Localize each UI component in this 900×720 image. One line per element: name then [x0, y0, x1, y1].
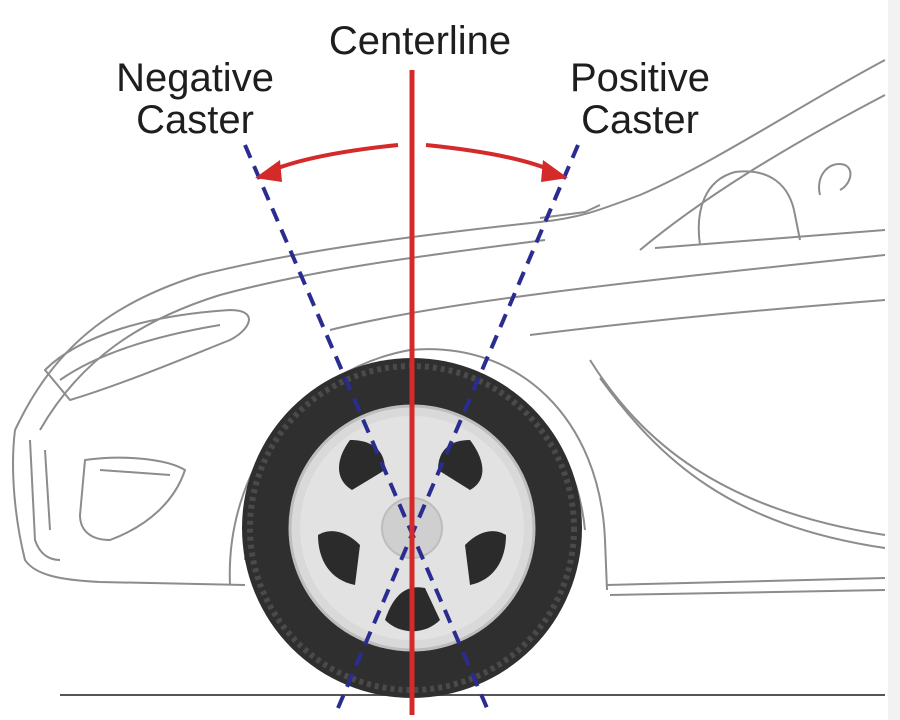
negative-caster-label: Negative Caster — [90, 57, 300, 141]
centerline-text: Centerline — [328, 19, 512, 63]
right-edge-strip — [888, 0, 900, 720]
positive-caster-arrow — [425, 143, 568, 182]
negative-caster-arrow — [255, 143, 399, 182]
positive-caster-line2: Caster — [581, 98, 699, 142]
positive-caster-line1: Positive — [569, 56, 711, 100]
positive-caster-line — [333, 144, 580, 716]
positive-caster-label: Positive Caster — [535, 57, 745, 141]
centerline-label: Centerline — [300, 20, 540, 62]
negative-caster-line1: Negative — [116, 56, 274, 100]
negative-caster-line — [243, 144, 492, 716]
negative-caster-line2: Caster — [136, 98, 254, 142]
